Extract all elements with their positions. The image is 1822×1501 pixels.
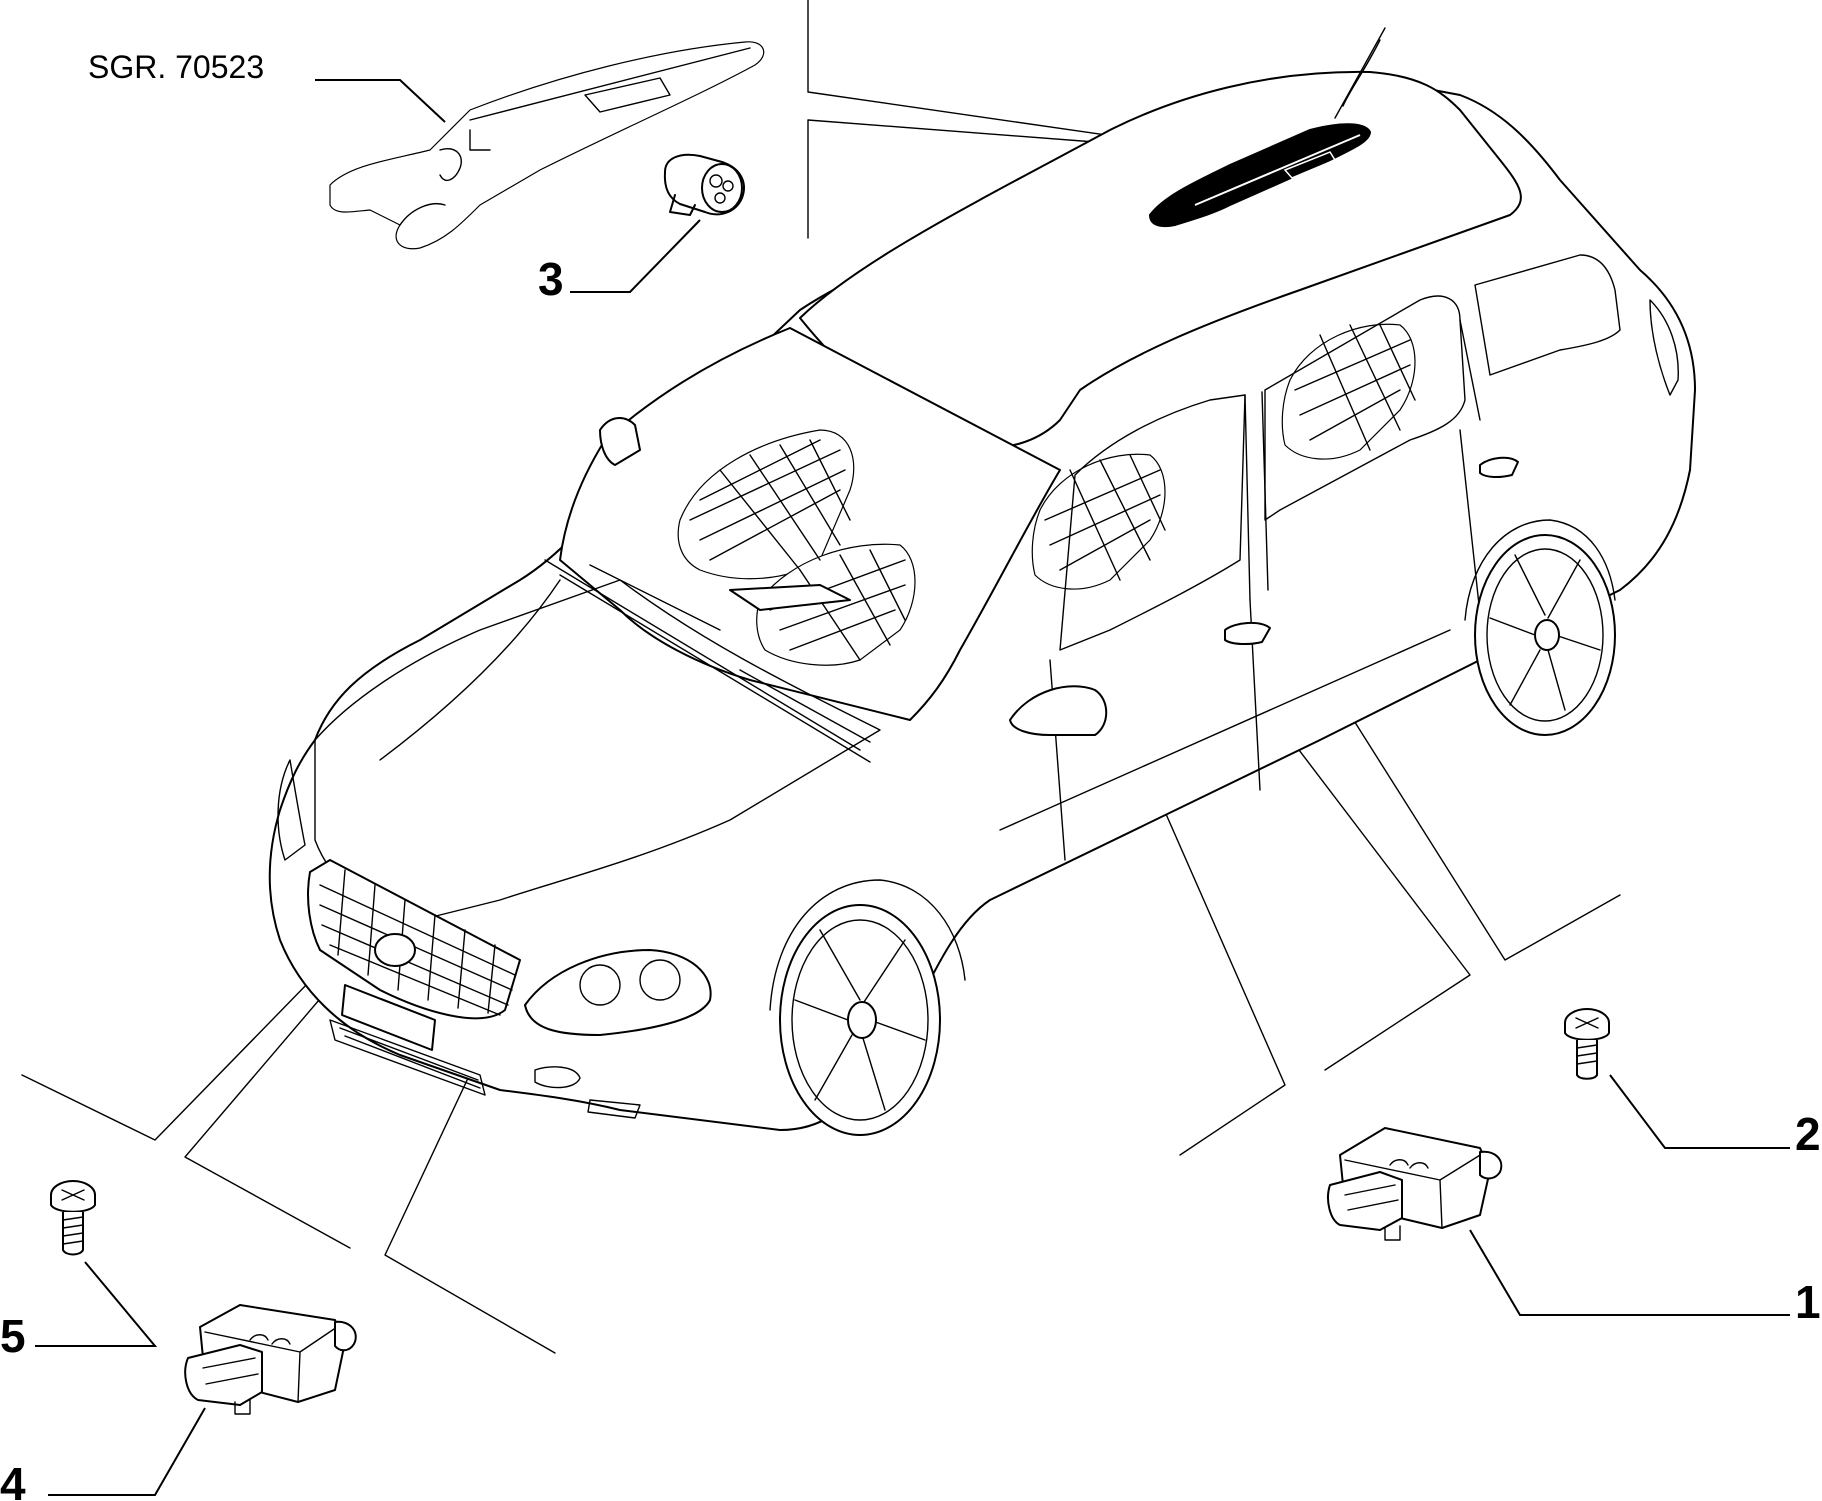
callout-1-leader <box>1469 1229 1790 1316</box>
callout-5-label: 5 <box>0 1310 26 1362</box>
part-3-sensor[interactable]: 3 <box>538 153 745 305</box>
side-window-front <box>1059 394 1246 651</box>
callout-3-label: 3 <box>538 253 564 305</box>
callout-1-label: 1 <box>1795 1276 1821 1328</box>
side-window-rear <box>1264 295 1466 521</box>
overhead-console-ghost <box>329 41 765 250</box>
reference-label: SGR. 70523 <box>88 49 264 85</box>
callout-2-label: 2 <box>1795 1108 1821 1160</box>
headlight <box>524 949 712 1036</box>
car-illustration <box>268 27 1696 1136</box>
part-5-bolt[interactable]: 5 <box>0 1180 158 1362</box>
callout-4-leader <box>48 1407 206 1496</box>
car-seats <box>677 323 1416 666</box>
callout-3-leader <box>570 219 701 293</box>
reference-leader-line <box>315 79 446 123</box>
callout-2-leader <box>1609 1074 1790 1149</box>
part-1-crash-sensor[interactable]: 1 <box>1327 1127 1821 1328</box>
reference-subgroup[interactable]: SGR. 70523 <box>88 41 765 250</box>
part-4-crash-sensor[interactable]: 4 <box>0 1304 357 1501</box>
front-wheel <box>779 904 941 1136</box>
rear-quarter-window <box>1474 254 1621 376</box>
part-2-bolt[interactable]: 2 <box>1564 1008 1821 1160</box>
side-mirror <box>1009 685 1108 736</box>
callout-4-label: 4 <box>0 1458 26 1501</box>
front-grille <box>307 859 521 1020</box>
rear-wheel <box>1474 534 1616 736</box>
callout-5-leader <box>35 1261 158 1347</box>
number-plate <box>341 984 436 1051</box>
